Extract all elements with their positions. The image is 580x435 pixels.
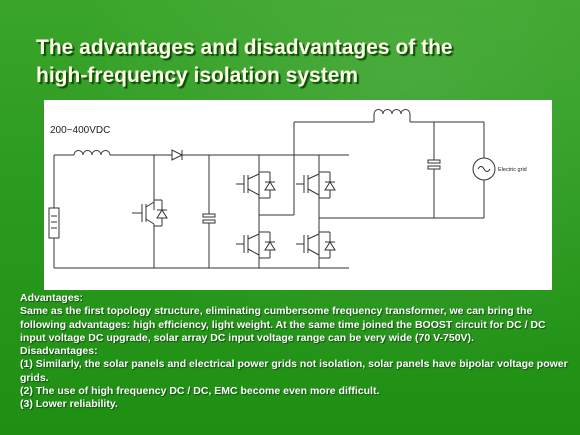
disadvantage-item-1: (1) Similarly, the solar panels and elec…	[20, 358, 568, 384]
disadvantages-heading: Disadvantages:	[20, 345, 98, 358]
disadvantage-item-2: (2) The use of high frequency DC / DC, E…	[20, 385, 380, 398]
boost-diode-icon	[171, 149, 184, 161]
boost-inductor-icon	[73, 150, 111, 156]
igbt-switch-4	[296, 231, 336, 259]
igbt-switch-3	[296, 171, 336, 199]
solar-panel-icon	[48, 207, 60, 239]
disadvantage-item-3: (3) Lower reliability.	[20, 398, 118, 411]
description-text: Advantages: Same as the first topology s…	[20, 292, 574, 412]
filter-capacitor-icon	[427, 159, 441, 164]
output-inductor-icon	[373, 109, 411, 115]
title-line-1: The advantages and disadvantages of the	[36, 36, 453, 59]
slide-title: The advantages and disadvantages of the …	[36, 34, 566, 90]
advantages-heading: Advantages:	[20, 292, 84, 304]
circuit-diagram: 200~400VDC	[44, 100, 552, 290]
igbt-switch-1	[236, 171, 276, 199]
electric-grid-label: Electric grid	[498, 167, 527, 173]
circuit-diagram-svg: 200~400VDC	[48, 109, 527, 269]
dc-link-capacitor-icon	[202, 213, 216, 218]
igbt-switch-2	[236, 231, 276, 259]
title-line-2: high-frequency isolation system	[36, 64, 359, 87]
advantages-body: Same as the first topology structure, el…	[20, 305, 546, 344]
dc-input-label: 200~400VDC	[50, 125, 110, 136]
